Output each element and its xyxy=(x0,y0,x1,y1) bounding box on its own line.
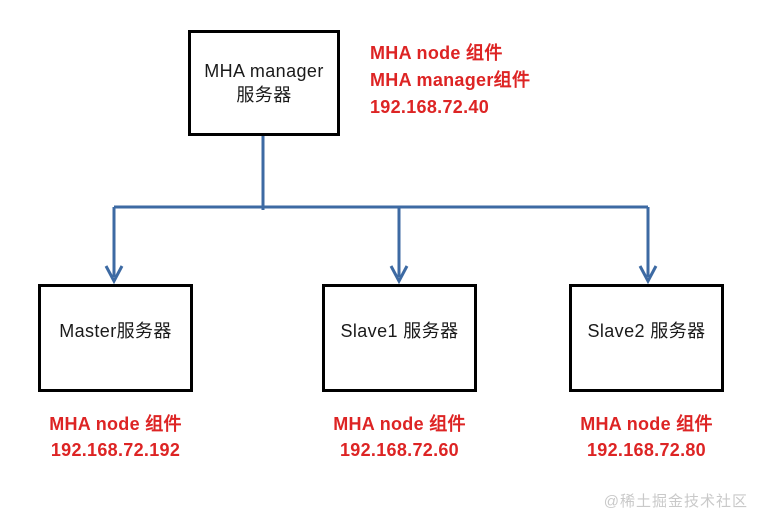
master-annotation-ip: 192.168.72.192 xyxy=(50,440,181,460)
slave2-annotation: MHA node 组件 192.168.72.80 xyxy=(569,411,724,463)
master-server-box: Master服务器 xyxy=(38,284,193,392)
slave2-annotation-ip: 192.168.72.80 xyxy=(586,440,706,460)
arrow-down-icon-master xyxy=(104,265,124,285)
manager-annotation-line2: MHA manager组件 xyxy=(370,70,531,90)
manager-annotation-ip: 192.168.72.40 xyxy=(370,97,490,117)
slave2-server-label: Slave2 服务器 xyxy=(587,321,706,341)
slave2-server-box: Slave2 服务器 xyxy=(569,284,724,392)
master-annotation: MHA node 组件 192.168.72.192 xyxy=(38,411,193,463)
watermark: @稀土掘金技术社区 xyxy=(603,493,748,510)
arrow-down-icon-slave1 xyxy=(389,265,409,285)
master-server-label: Master服务器 xyxy=(59,321,172,341)
master-annotation-line1: MHA node 组件 xyxy=(49,414,182,434)
manager-server-box: MHA manager 服务器 xyxy=(188,30,340,136)
slave1-server-label: Slave1 服务器 xyxy=(340,321,459,341)
slave1-annotation: MHA node 组件 192.168.72.60 xyxy=(322,411,477,463)
arrow-down-icon-slave2 xyxy=(638,265,658,285)
manager-box-label-line1: MHA manager xyxy=(204,61,324,81)
manager-annotation-line1: MHA node 组件 xyxy=(370,43,503,63)
slave1-annotation-line1: MHA node 组件 xyxy=(333,414,466,434)
slave1-annotation-ip: 192.168.72.60 xyxy=(339,440,459,460)
slave2-annotation-line1: MHA node 组件 xyxy=(580,414,713,434)
manager-box-label-line2: 服务器 xyxy=(236,85,292,105)
slave1-server-box: Slave1 服务器 xyxy=(322,284,477,392)
manager-annotation: MHA node 组件 MHA manager组件 192.168.72.40 xyxy=(370,40,530,121)
